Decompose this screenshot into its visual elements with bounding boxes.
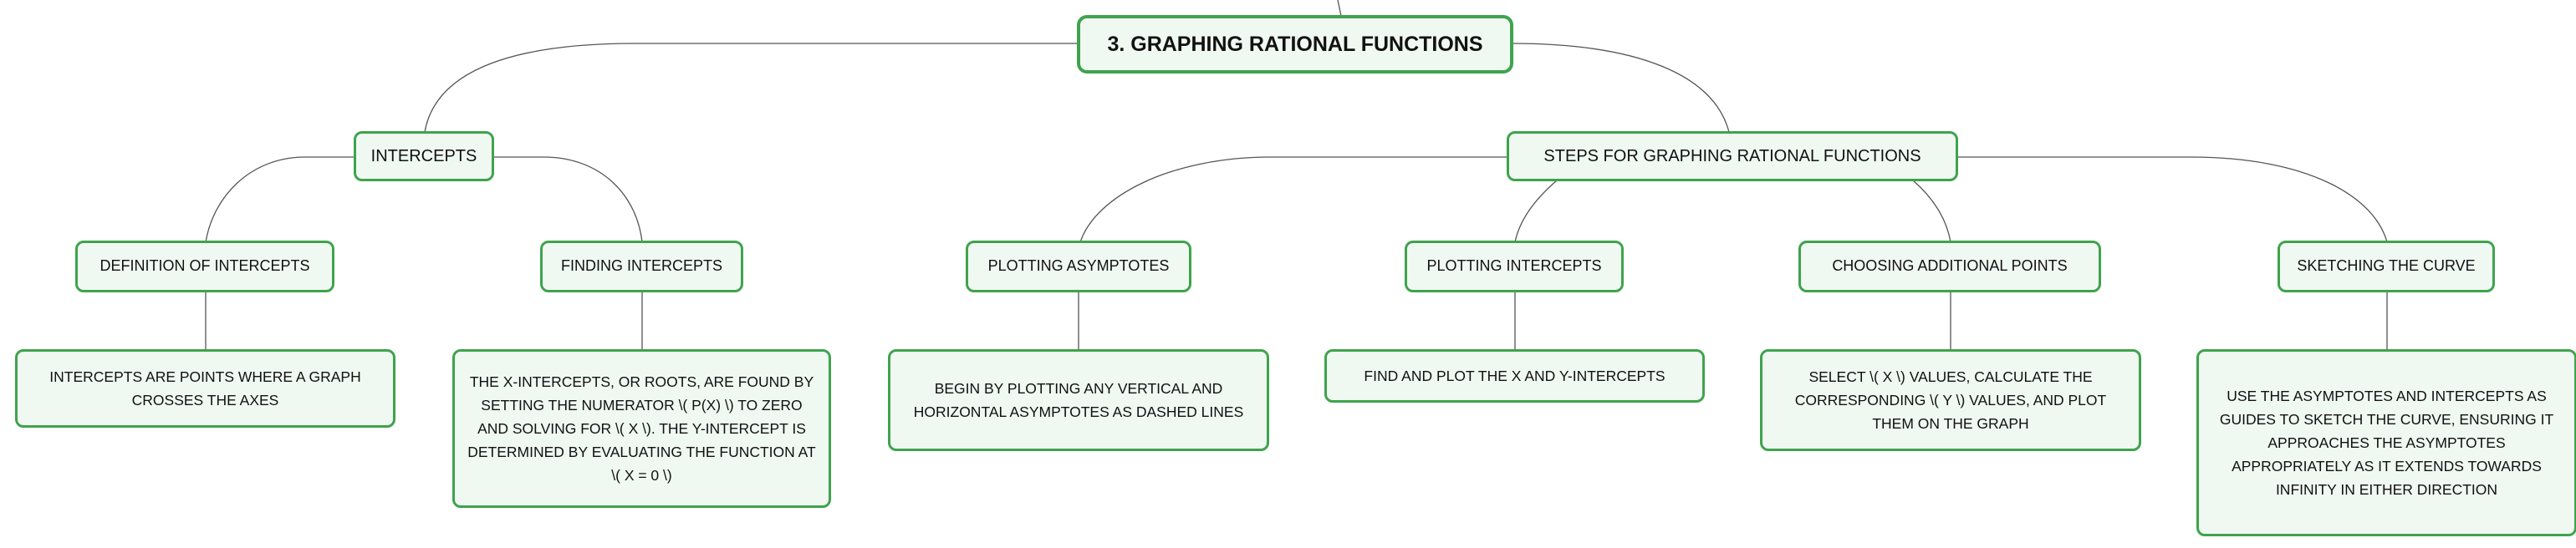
subtopic-definition-label: DEFINITION OF INTERCEPTS [99, 257, 310, 275]
root-topic-label: 3. GRAPHING RATIONAL FUNCTIONS [1107, 32, 1483, 56]
topic-steps-for-graphing[interactable]: STEPS FOR GRAPHING RATIONAL FUNCTIONS [1507, 131, 1958, 181]
connector-intercepts-definition [205, 156, 355, 243]
subtopic-asymptotes-label: PLOTTING ASYMPTOTES [987, 257, 1170, 275]
connector-parent-root [1337, 0, 1342, 17]
detail-plotting-asymptotes[interactable]: BEGIN BY PLOTTING ANY VERTICAL AND HORIZ… [888, 349, 1269, 451]
connector-steps-plot-intercepts [1514, 180, 1558, 243]
connector-root-intercepts [424, 43, 1079, 133]
subtopic-sketch-label: SKETCHING THE CURVE [2297, 257, 2476, 275]
connector-intercepts-finding [493, 156, 643, 243]
detail-definition-of-intercepts[interactable]: INTERCEPTS ARE POINTS WHERE A GRAPH CROS… [15, 349, 395, 428]
subtopic-additional-label: CHOOSING ADDITIONAL POINTS [1832, 257, 2068, 275]
detail-finding-text: THE X-INTERCEPTS, OR ROOTS, ARE FOUND BY… [467, 373, 816, 484]
connector-steps-sketch [1956, 156, 2388, 243]
connector-root-steps [1511, 43, 1730, 133]
subtopic-finding-intercepts[interactable]: FINDING INTERCEPTS [540, 241, 743, 292]
subtopic-plotting-intercepts[interactable]: PLOTTING INTERCEPTS [1405, 241, 1624, 292]
root-topic[interactable]: 3. GRAPHING RATIONAL FUNCTIONS [1077, 15, 1513, 74]
subtopic-definition-of-intercepts[interactable]: DEFINITION OF INTERCEPTS [75, 241, 334, 292]
detail-asymptotes-text: BEGIN BY PLOTTING ANY VERTICAL AND HORIZ… [913, 380, 1244, 420]
detail-sketch-text: USE THE ASYMPTOTES AND INTERCEPTS AS GUI… [2219, 388, 2554, 498]
subtopic-choosing-additional-points[interactable]: CHOOSING ADDITIONAL POINTS [1798, 241, 2101, 292]
detail-plot-intercepts-text: FIND AND PLOT THE X AND Y-INTERCEPTS [1364, 368, 1665, 384]
detail-definition-text: INTERCEPTS ARE POINTS WHERE A GRAPH CROS… [49, 368, 361, 408]
detail-finding-intercepts[interactable]: THE X-INTERCEPTS, OR ROOTS, ARE FOUND BY… [452, 349, 831, 508]
subtopic-sketching-the-curve[interactable]: SKETCHING THE CURVE [2278, 241, 2495, 292]
detail-plotting-intercepts[interactable]: FIND AND PLOT THE X AND Y-INTERCEPTS [1324, 349, 1705, 403]
subtopic-plotting-asymptotes[interactable]: PLOTTING ASYMPTOTES [966, 241, 1191, 292]
detail-sketching-the-curve[interactable]: USE THE ASYMPTOTES AND INTERCEPTS AS GUI… [2196, 349, 2576, 536]
subtopic-finding-label: FINDING INTERCEPTS [560, 257, 722, 275]
detail-additional-text: SELECT \( X \) VALUES, CALCULATE THE COR… [1794, 368, 2107, 432]
topic-steps-label: STEPS FOR GRAPHING RATIONAL FUNCTIONS [1543, 146, 1921, 165]
connector-steps-additional [1912, 180, 1951, 243]
topic-intercepts[interactable]: INTERCEPTS [354, 131, 494, 181]
detail-choosing-additional-points[interactable]: SELECT \( X \) VALUES, CALCULATE THE COR… [1760, 349, 2141, 451]
connector-steps-asymptotes [1079, 156, 1508, 243]
subtopic-plot-intercepts-label: PLOTTING INTERCEPTS [1426, 257, 1602, 275]
topic-intercepts-label: INTERCEPTS [370, 146, 477, 165]
